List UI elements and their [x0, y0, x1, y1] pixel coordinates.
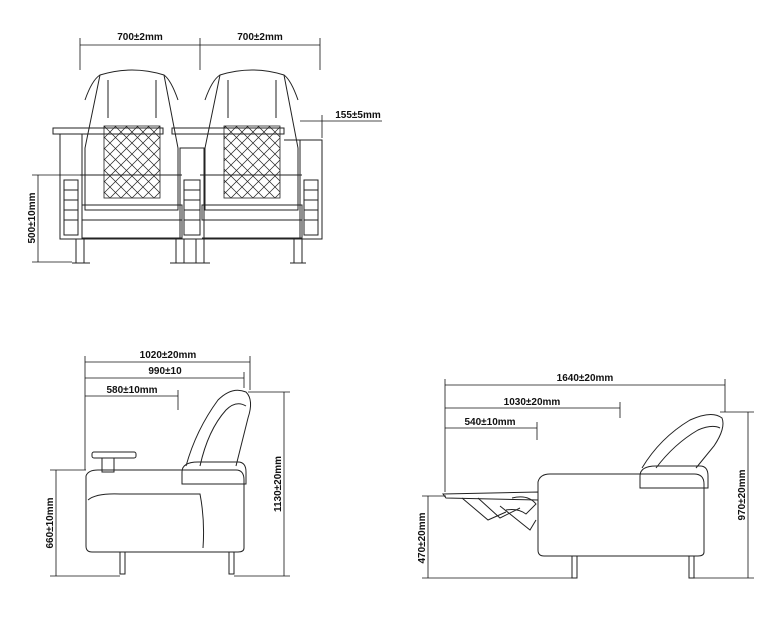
dim-footrest-height: 470±20mm: [417, 512, 428, 563]
reclined-seat: [639, 465, 709, 489]
dim-length-540: 540±10mm: [464, 417, 515, 428]
right-diamond-stitching: [223, 125, 281, 199]
dim-depth-990: 990±10: [148, 366, 182, 377]
reclined-backrest: [641, 414, 724, 469]
side-tray: [91, 451, 137, 459]
left-backrest: [84, 69, 179, 211]
left-tray: [52, 127, 164, 135]
dim-length-1030: 1030±20mm: [504, 397, 561, 408]
dim-armrest-height: 660±10mm: [45, 497, 56, 548]
front-leg-4: [293, 238, 303, 264]
side-seat: [181, 461, 247, 485]
reclined-leg-back: [688, 555, 695, 579]
side-backrest: [185, 389, 252, 467]
side-leg-front: [119, 551, 126, 575]
right-seat-cushion: [201, 204, 303, 221]
footrest: [442, 491, 539, 501]
reclined-body: [537, 473, 705, 557]
dim-seat-width-left: 700±2mm: [117, 32, 163, 43]
reclined-leg-front: [571, 555, 578, 579]
middle-tray: [171, 127, 285, 135]
dim-depth-580: 580±10mm: [106, 385, 157, 396]
dim-overall-height-reclined: 970±20mm: [737, 469, 748, 520]
front-view: 700±2mm 700±2mm 155±5mm 500±10mm: [27, 32, 382, 264]
side-leg-back: [228, 551, 235, 575]
reclined-view: 1640±20mm 1030±20mm 540±10mm 470±20mm 97…: [417, 373, 754, 579]
dim-seat-width-right: 700±2mm: [237, 32, 283, 43]
left-diamond-stitching: [103, 125, 161, 199]
dim-overall-length: 1640±20mm: [557, 373, 614, 384]
dim-overall-depth: 1020±20mm: [140, 350, 197, 361]
side-view: 1020±20mm 990±10 580±10mm 660±10mm 1130±…: [45, 350, 290, 577]
dim-armrest-width: 155±5mm: [335, 110, 381, 121]
dim-seat-height: 500±10mm: [27, 192, 38, 243]
left-armrest: [59, 133, 83, 240]
right-backrest: [204, 69, 299, 211]
left-seat-cushion: [81, 204, 183, 221]
dim-overall-height-side: 1130±20mm: [273, 456, 284, 512]
front-leg-1: [75, 238, 85, 264]
side-body: [85, 469, 245, 553]
